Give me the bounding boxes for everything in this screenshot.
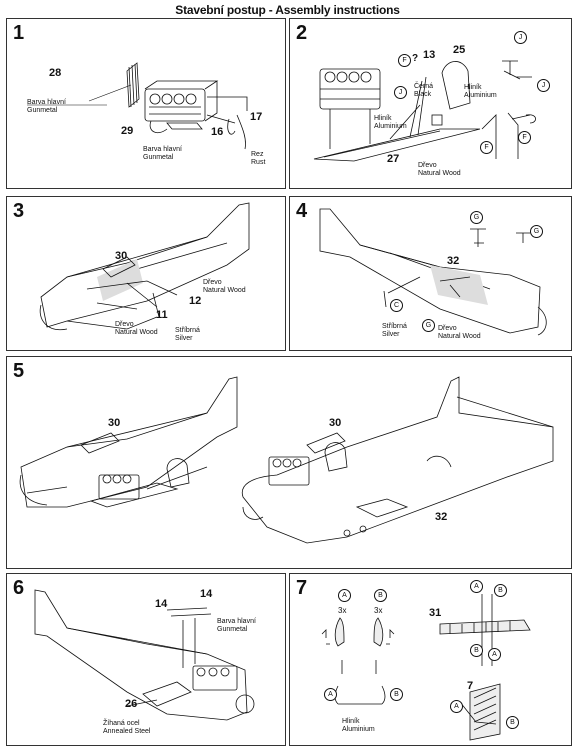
callout-marker: B bbox=[374, 589, 387, 602]
color-callout: Dřevo Natural Wood bbox=[203, 279, 246, 294]
callout-marker: G bbox=[530, 225, 543, 238]
part-number: 32 bbox=[435, 511, 448, 523]
callout-marker: A bbox=[470, 580, 483, 593]
callout-marker: A bbox=[338, 589, 351, 602]
color-callout: Černá Black bbox=[414, 83, 434, 98]
color-callout: Dřevo Natural Wood bbox=[418, 162, 461, 177]
color-callout: Hliník Aluminium bbox=[464, 84, 497, 99]
part-number: 14 bbox=[200, 588, 213, 600]
part-number: 11 bbox=[156, 309, 168, 321]
step-number: 6 bbox=[13, 577, 25, 599]
callout-marker: B bbox=[494, 584, 507, 597]
step-number: 3 bbox=[13, 200, 25, 222]
part-number: 17 bbox=[250, 111, 263, 123]
callout-marker: A bbox=[450, 700, 463, 713]
step-2-panel: 2 13 25 27 ? Hliník Aluminium Hliník Alu… bbox=[289, 18, 572, 189]
step-number: 4 bbox=[296, 200, 308, 222]
step-1-drawing bbox=[27, 62, 248, 150]
color-callout: Rez Rust bbox=[251, 151, 266, 166]
part-number: 14 bbox=[155, 598, 168, 610]
question-mark: ? bbox=[412, 53, 419, 64]
step-7-panel: 7 31 7 Hliník Aluminium 3x 3x A B A B A … bbox=[289, 573, 572, 746]
color-callout: Hliník Aluminium bbox=[342, 718, 375, 733]
part-number: 16 bbox=[211, 126, 224, 138]
callout-marker: F bbox=[518, 131, 531, 144]
part-number: 26 bbox=[125, 698, 138, 710]
step-6-drawing bbox=[34, 589, 255, 721]
callout-marker: J bbox=[394, 86, 407, 99]
part-number: 32 bbox=[447, 255, 460, 267]
step-number: 7 bbox=[296, 577, 308, 599]
color-callout: Barva hlavní Gunmetal bbox=[217, 618, 256, 633]
step-number: 5 bbox=[13, 360, 25, 382]
color-callout: Dřevo Natural Wood bbox=[115, 321, 158, 336]
part-number: 29 bbox=[121, 125, 134, 137]
callout-marker: J bbox=[514, 31, 527, 44]
part-number: 28 bbox=[49, 67, 62, 79]
quantity-label: 3x bbox=[338, 606, 347, 615]
part-number: 13 bbox=[423, 49, 436, 61]
callout-marker: A bbox=[324, 688, 337, 701]
step-7-drawing bbox=[321, 594, 531, 741]
step-number: 1 bbox=[13, 22, 25, 44]
color-callout: Dřevo Natural Wood bbox=[438, 325, 481, 340]
step-6-panel: 6 14 14 26 Barva hlavní Gunmetal Žíhaná … bbox=[6, 573, 286, 746]
callout-marker: B bbox=[390, 688, 403, 701]
color-callout: Stříbrná Silver bbox=[382, 323, 407, 338]
callout-marker: G bbox=[422, 319, 435, 332]
page-title: Stavební postup - Assembly instructions bbox=[175, 3, 400, 17]
part-number: 30 bbox=[108, 417, 121, 429]
color-callout: Žíhaná ocel Annealed Steel bbox=[103, 720, 151, 735]
color-callout: Hliník Aluminium bbox=[374, 115, 407, 130]
callout-marker: G bbox=[470, 211, 483, 224]
color-callout: Barva hlavní Gunmetal bbox=[27, 99, 66, 114]
step-3-drawing bbox=[39, 202, 250, 331]
step-3-panel: 3 30 12 11 Dřevo Natural Wood Dřevo Natu… bbox=[6, 196, 286, 351]
color-callout: Barva hlavní Gunmetal bbox=[143, 146, 182, 161]
step-5-panel: 5 30 30 32 bbox=[6, 356, 572, 569]
part-number: 30 bbox=[115, 250, 128, 262]
step-2-drawing bbox=[313, 60, 536, 162]
part-number: 12 bbox=[189, 295, 202, 307]
step-1-panel: 1 28 29 16 17 Barva hlavní Gunmetal Barv… bbox=[6, 18, 286, 189]
step-4-drawing bbox=[319, 208, 547, 336]
callout-marker: F bbox=[480, 141, 493, 154]
part-number: 30 bbox=[329, 417, 342, 429]
callout-marker: B bbox=[506, 716, 519, 729]
callout-marker: C bbox=[390, 299, 403, 312]
callout-marker: F bbox=[398, 54, 411, 67]
step-4-panel: 4 32 Stříbrná Silver Dřevo Natural Wood … bbox=[289, 196, 572, 351]
step-5-drawing bbox=[19, 376, 554, 544]
callout-marker: J bbox=[537, 79, 550, 92]
part-number: 27 bbox=[387, 153, 400, 165]
part-number: 31 bbox=[429, 607, 442, 619]
callout-marker: B bbox=[470, 644, 483, 657]
callout-marker: A bbox=[488, 648, 501, 661]
color-callout: Stříbrná Silver bbox=[175, 327, 200, 342]
quantity-label: 3x bbox=[374, 606, 383, 615]
part-number: 25 bbox=[453, 44, 466, 56]
part-number: 7 bbox=[467, 680, 474, 692]
step-number: 2 bbox=[296, 22, 308, 44]
